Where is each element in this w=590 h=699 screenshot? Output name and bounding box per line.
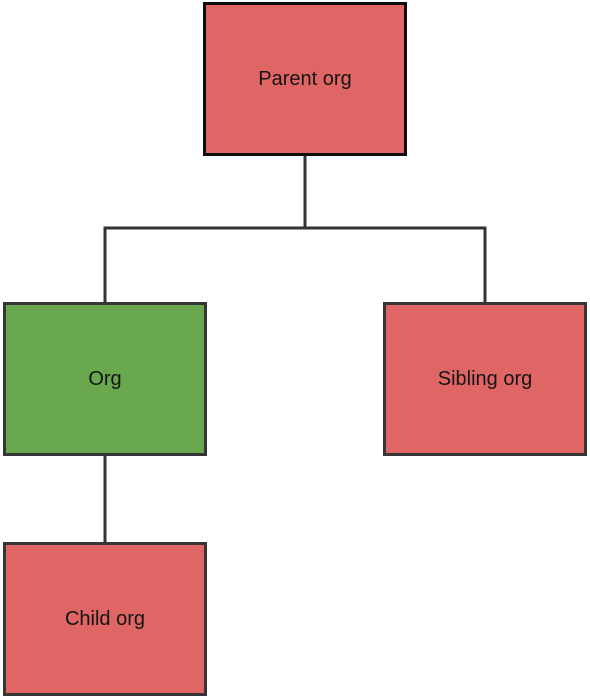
node-parent-org-label: Parent org [258, 68, 352, 90]
node-parent-org: Parent org [203, 2, 407, 156]
connector-parent-to-children [103, 154, 487, 304]
node-child-org-label: Child org [64, 608, 146, 630]
node-org-label: Org [88, 368, 122, 390]
node-sibling-org: Sibling org [383, 302, 587, 456]
node-org: Org [3, 302, 207, 456]
node-sibling-org-label: Sibling org [437, 368, 533, 390]
node-child-org: Child org [3, 542, 207, 696]
